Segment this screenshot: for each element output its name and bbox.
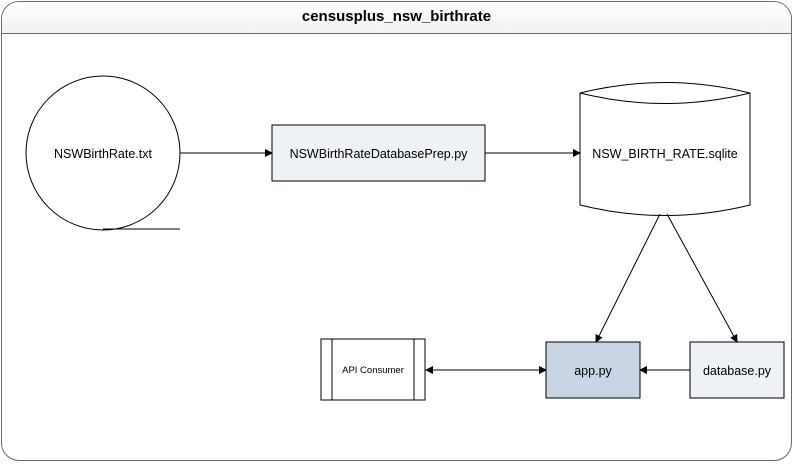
database-body — [579, 93, 751, 216]
app-label: app.py — [574, 364, 612, 378]
api-consumer-label: API Consumer — [342, 365, 404, 376]
database-module-label: database.py — [703, 364, 772, 378]
arrow-database-to-module — [666, 213, 738, 343]
source-file-node: NSWBirthRate.txt — [25, 75, 181, 231]
prep-script-node: NSWBirthRateDatabasePrep.py — [271, 124, 486, 182]
prep-script-label: NSWBirthRateDatabasePrep.py — [290, 147, 469, 161]
prep-script-box — [271, 124, 486, 182]
api-consumer-box — [320, 338, 426, 401]
title-bar: censusplus_nsw_birthrate — [2, 2, 791, 34]
diagram-title: censusplus_nsw_birthrate — [301, 8, 492, 25]
database-node: NSW_BIRTH_RATE.sqlite — [579, 82, 751, 216]
database-module-box — [689, 341, 785, 399]
api-consumer-node: API Consumer — [320, 338, 426, 401]
database-module-node: database.py — [689, 341, 785, 399]
database-top — [579, 82, 751, 104]
database-label: NSW_BIRTH_RATE.sqlite — [592, 147, 737, 161]
app-box — [545, 341, 641, 399]
arrow-database-to-app — [595, 213, 661, 343]
app-node: app.py — [545, 341, 641, 399]
source-file-label: NSWBirthRate.txt — [54, 147, 152, 161]
